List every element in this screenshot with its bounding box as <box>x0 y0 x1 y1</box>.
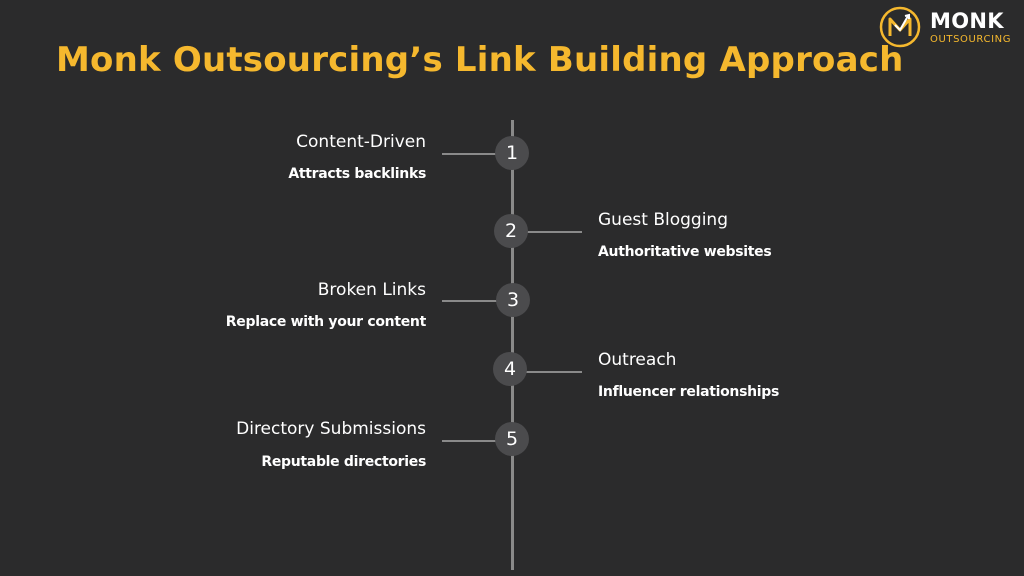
page-title: Monk Outsourcing’s Link Building Approac… <box>56 40 904 80</box>
step-title: Directory Submissions <box>236 419 426 439</box>
step-description: Replace with your content <box>225 314 427 330</box>
connector-line <box>512 371 582 373</box>
step-title: Outreach <box>598 350 677 370</box>
step-description: Influencer relationships <box>598 384 780 400</box>
step-title: Guest Blogging <box>598 210 728 230</box>
connector-line <box>442 300 512 302</box>
step-node: 2 <box>494 214 528 248</box>
step-description: Authoritative websites <box>598 244 772 260</box>
step-node: 5 <box>495 422 529 456</box>
step-node: 4 <box>493 352 527 386</box>
brand-logo: MONK OUTSOURCING <box>878 5 1024 51</box>
timeline-line <box>511 120 514 570</box>
connector-line <box>442 153 512 155</box>
logo-name: MONK <box>930 9 1004 33</box>
step-title: Broken Links <box>317 280 426 300</box>
step-description: Attracts backlinks <box>288 166 426 182</box>
connector-line <box>512 231 582 233</box>
step-node: 3 <box>496 283 530 317</box>
monk-logo-icon <box>879 6 921 48</box>
logo-subtitle: OUTSOURCING <box>930 34 1012 45</box>
step-description: Reputable directories <box>261 454 426 470</box>
connector-line <box>442 440 512 442</box>
step-node: 1 <box>495 136 529 170</box>
step-title: Content-Driven <box>296 132 426 152</box>
